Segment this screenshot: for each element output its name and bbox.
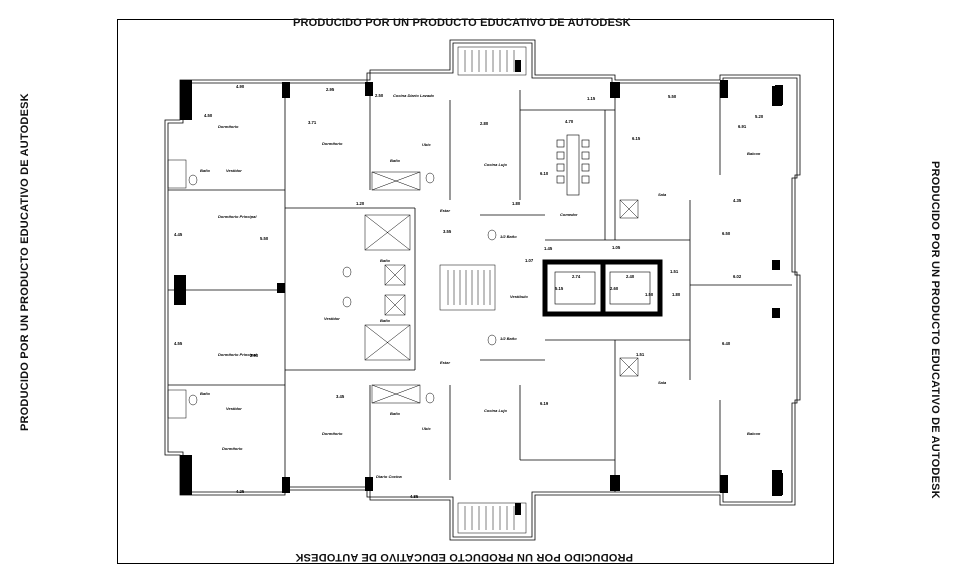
dim-180b: 1.80 [512, 201, 521, 206]
room-bano-2: Baño [380, 318, 391, 323]
room-dormitorio-2: Dormitorio [322, 141, 343, 146]
room-vestidor-1: Vestidor [226, 168, 242, 173]
dim-520: 5.20 [755, 114, 764, 119]
dim-top-left: 4.90 [236, 84, 245, 89]
room-ubic-1: Ubic [422, 142, 431, 147]
room-bano-6: Baño [200, 391, 211, 396]
dim-145: 1.45 [544, 246, 553, 251]
room-dormitorio-3: Dormitorio [222, 446, 243, 451]
dim-485: 4.85 [410, 494, 419, 499]
balcony-marks [775, 85, 783, 495]
room-bano-1: Baño [380, 258, 391, 263]
dim-280: 2.80 [480, 121, 489, 126]
room-balcon-1: Balcon [747, 151, 761, 156]
room-half-bath-1: 1/2 Baño [500, 234, 517, 239]
room-labels: Dormitorio Dormitorio Dormitorio Princip… [200, 93, 761, 479]
room-balcon-2: Balcon [747, 431, 761, 436]
room-sala-2: Sala [658, 380, 667, 385]
dim-274: 2.74 [572, 274, 581, 279]
dim-615: 6.15 [632, 136, 641, 141]
dim-left-1: 4.50 [204, 113, 213, 118]
dim-120: 1.20 [356, 201, 365, 206]
room-dormitorio-1: Dormitorio [218, 124, 239, 129]
room-bano-3: Baño [390, 158, 401, 163]
dim-455: 4.55 [174, 341, 183, 346]
room-vestidor-2: Vestidor [226, 406, 242, 411]
dim-150: 1.50 [645, 292, 654, 297]
dim-top-center: 2.95 [326, 87, 335, 92]
dim-550b: 5.50 [260, 236, 269, 241]
dimension-labels: 4.90 4.50 3.71 2.95 2.50 1.15 5.50 6.91 … [174, 84, 764, 499]
room-cocina-diario: Cocina Diario [393, 93, 419, 98]
dim-355: 3.55 [443, 229, 452, 234]
room-half-bath-2: 1/2 Baño [500, 336, 517, 341]
room-vestidor-center: Vestidor [324, 316, 340, 321]
drawing-frame [117, 19, 834, 564]
dim-425: 4.25 [236, 489, 245, 494]
room-comedor: Comedor [560, 212, 578, 217]
room-sala-1: Sala [658, 192, 667, 197]
dim-107: 1.07 [525, 258, 534, 263]
fixtures [167, 159, 639, 419]
dim-650: 6.50 [722, 231, 731, 236]
dim-240: 2.40 [626, 274, 635, 279]
dim-151b: 1.51 [636, 352, 645, 357]
dim-470: 4.70 [565, 119, 574, 124]
room-lavado: Lavado [420, 93, 435, 98]
room-cocina-lujo-2: Cocina Lujo [484, 408, 507, 413]
room-ubic-2: Ubic [422, 426, 431, 431]
dim-610: 6.10 [540, 171, 549, 176]
watermark-top: PRODUCIDO POR UN PRODUCTO EDUCATIVO DE A… [293, 17, 631, 29]
dim-290: 2.90 [250, 353, 259, 358]
elevator-core [542, 259, 663, 317]
dim-550: 5.50 [668, 94, 677, 99]
dim-151: 1.51 [670, 269, 679, 274]
room-diario-cocina: Diario Cocina [376, 474, 403, 479]
dim-cocina: 2.50 [375, 93, 384, 98]
room-estar-2: Estar [440, 360, 450, 365]
stairs [439, 46, 527, 534]
dim-345: 3.45 [336, 394, 345, 399]
dim-640: 6.40 [722, 341, 731, 346]
dim-180: 1.80 [672, 292, 681, 297]
dim-619: 6.19 [540, 401, 549, 406]
dim-515: 5.15 [555, 286, 564, 291]
room-dormitorio-principal-1: Dormitorio Principal [218, 214, 257, 219]
dim-260: 2.60 [610, 286, 619, 291]
room-bano-5: Baño [200, 168, 211, 173]
dim-602: 6.02 [733, 274, 742, 279]
dim-445: 4.45 [174, 232, 183, 237]
room-cocina-lujo-1: Cocina Lujo [484, 162, 507, 167]
dim-105: 1.05 [612, 245, 621, 250]
room-dormitorio-4: Dormitorio [322, 431, 343, 436]
outer-walls [164, 39, 801, 541]
dim-691: 6.91 [738, 124, 747, 129]
dim-115: 1.15 [587, 96, 596, 101]
dining-table [556, 134, 590, 196]
room-dormitorio-principal-2: Dormitorio Principal [218, 352, 257, 357]
dim-435: 4.35 [733, 198, 742, 203]
room-vestibulo: Vestíbulo [510, 294, 528, 299]
room-bano-4: Baño [390, 411, 401, 416]
room-estar-1: Estar [440, 208, 450, 213]
dim-center-1: 3.71 [308, 120, 317, 125]
